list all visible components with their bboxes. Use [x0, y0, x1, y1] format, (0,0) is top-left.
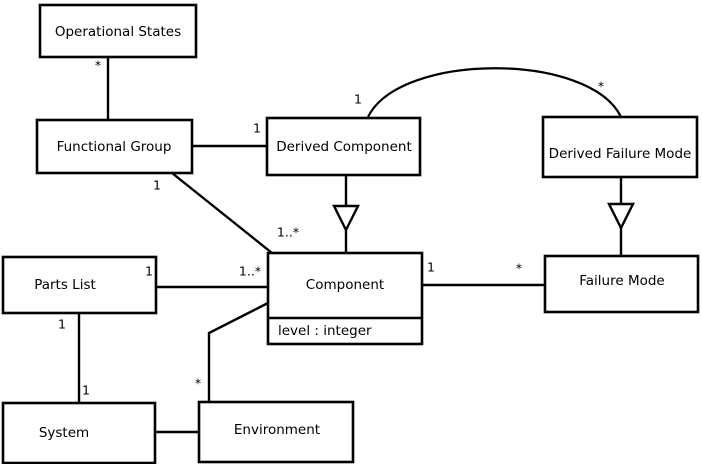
class-node-derived-component[interactable]: Derived Component — [265, 116, 422, 177]
multiplicity-label-pl-comp-target: 1..* — [239, 264, 261, 279]
association-lines — [77, 57, 622, 434]
class-attribute-label: level : integer — [278, 323, 372, 339]
generalization-derived-failure-mode-failure-mode — [607, 177, 635, 256]
class-box[interactable] — [543, 254, 700, 314]
multiplicity-label-pl-sys-source: 1 — [58, 317, 66, 332]
generalization-triangle-icon — [607, 202, 635, 231]
generalization-triangle-icon — [332, 204, 360, 233]
class-name-label: Parts List — [34, 277, 96, 293]
class-node-environment[interactable]: Environment — [197, 400, 355, 464]
class-box[interactable] — [1, 401, 157, 464]
multiplicity-label-env-comp: * — [195, 376, 201, 391]
association-environment-component — [207, 301, 269, 402]
multiplicity-label-comp-fm-target: * — [516, 261, 522, 276]
class-box[interactable] — [541, 115, 699, 179]
multiplicity-label-fg-dc: 1 — [253, 121, 261, 136]
generalization-derived-component-component — [332, 175, 360, 253]
class-name-label: Environment — [234, 422, 320, 438]
multiplicity-labels: * 1 1 1..* 1 1..* 1 1 * 1 * 1 * — [58, 58, 604, 398]
class-name-label: Failure Mode — [579, 273, 665, 289]
class-box[interactable] — [35, 118, 194, 175]
multiplicity-label-fg-comp-source: 1 — [153, 178, 161, 193]
class-name-label: Operational States — [55, 24, 181, 40]
class-name-label: Functional Group — [57, 139, 172, 155]
class-node-derived-failure-mode[interactable]: Derived Failure Mode — [541, 115, 699, 179]
class-node-system[interactable]: System — [1, 401, 157, 464]
class-node-operational-states[interactable]: Operational States — [38, 3, 198, 59]
class-name-label: Derived Failure Mode — [549, 146, 692, 162]
class-name-label: System — [39, 425, 89, 441]
class-box[interactable] — [38, 3, 198, 59]
class-name-label: Component — [306, 277, 384, 293]
class-node-failure-mode[interactable]: Failure Mode — [543, 254, 700, 314]
association-derived-component-derived-failure-mode — [367, 67, 622, 118]
multiplicity-label-pl-sys-target: 1 — [82, 383, 90, 398]
association-functional-group-component — [171, 172, 273, 254]
multiplicity-label-dc-dfm-target: * — [598, 79, 604, 94]
multiplicity-label-pl-comp-source: 1 — [145, 264, 153, 279]
class-node-functional-group[interactable]: Functional Group — [35, 118, 194, 175]
multiplicity-label-dc-dfm-source: 1 — [354, 92, 362, 107]
class-box[interactable] — [266, 251, 424, 346]
class-box[interactable] — [197, 400, 355, 464]
class-name-label: Derived Component — [276, 139, 412, 155]
class-node-component[interactable]: Component level : integer — [266, 251, 424, 346]
class-box[interactable] — [265, 116, 422, 177]
multiplicity-label-fg-comp-target: 1..* — [277, 225, 299, 240]
multiplicity-label-comp-fm-source: 1 — [427, 260, 435, 275]
class-node-parts-list[interactable]: Parts List — [1, 255, 158, 315]
class-box[interactable] — [1, 255, 158, 315]
multiplicity-label-os-fg: * — [95, 58, 101, 73]
